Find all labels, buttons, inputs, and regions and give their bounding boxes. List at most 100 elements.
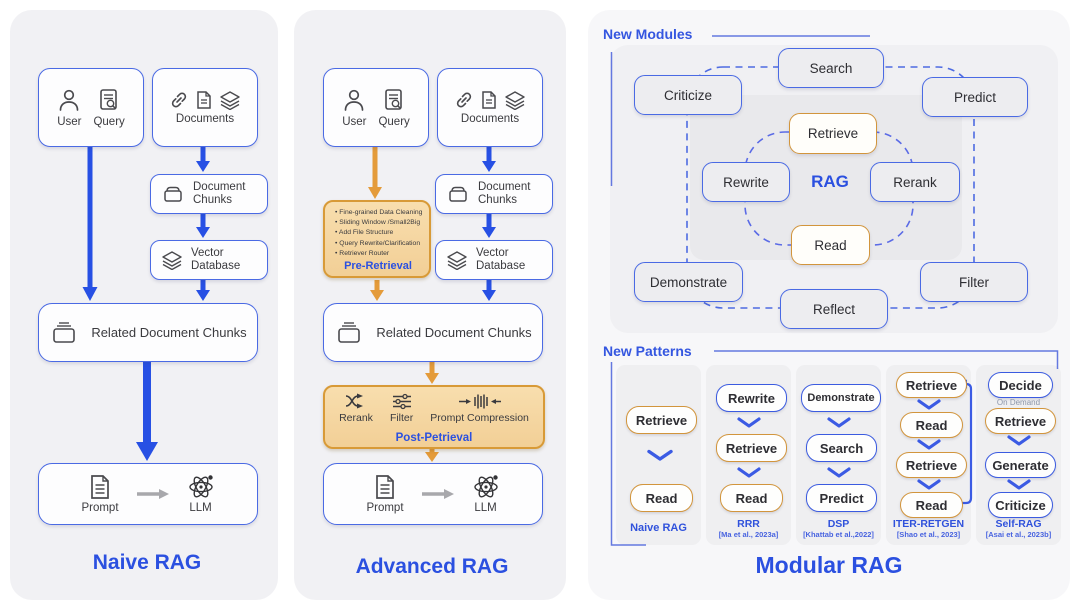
pre-retrieval-bullets: Fine-grained Data Cleaning Sliding Windo… [331, 208, 425, 259]
layers-icon [220, 91, 240, 110]
naive-document-chunks-box: Document Chunks [150, 174, 268, 214]
vector-database-icon [447, 251, 467, 270]
vector-database-icon [162, 251, 182, 270]
prompt-compression-icon [458, 394, 501, 409]
llm-atom-icon [473, 475, 498, 498]
pattern-name: DSP [827, 518, 850, 530]
pattern-step: Search [806, 434, 877, 462]
chevron-down-icon [917, 479, 941, 490]
document-icon [482, 91, 496, 109]
pre-retrieval-label: Pre-Retrieval [344, 259, 412, 272]
pattern-step: Demonstrate [801, 384, 881, 412]
query-icon [385, 89, 402, 110]
rerank-label: Rerank [339, 412, 373, 424]
documents-label: Documents [175, 113, 235, 125]
pattern-name: Self-RAG [995, 518, 1042, 530]
module-rerank: Rerank [870, 162, 960, 202]
prompt-compression-label: Prompt Compression [430, 412, 529, 424]
pattern-step: Retrieve [896, 452, 967, 478]
pre-retrieval-bullet: Fine-grained Data Cleaning [335, 208, 425, 218]
llm-atom-icon [188, 475, 213, 498]
related-chunks-label: Related Document Chunks [91, 325, 247, 340]
prompt-icon [91, 475, 109, 499]
vector-database-label: Vector Database [191, 246, 241, 272]
module-filter: Filter [920, 262, 1028, 302]
pattern-citation: [Asai et al., 2023b] [985, 530, 1052, 539]
module-retrieve: Retrieve [789, 113, 877, 154]
new-patterns-label: New Patterns [603, 343, 692, 359]
pattern-step: Generate [985, 452, 1056, 478]
chevron-down-icon [827, 467, 851, 478]
pre-retrieval-bullet: Sliding Window /Small2Big [335, 218, 425, 228]
pattern-citation: [Shao et al., 2023] [896, 530, 961, 539]
module-predict: Predict [922, 77, 1028, 117]
document-icon [197, 91, 211, 109]
post-retrieval-label: Post-Petrieval [395, 432, 473, 444]
new-modules-label: New Modules [603, 26, 693, 42]
advanced-user-query-box: User Query [323, 68, 429, 147]
chunks-tray-icon [449, 186, 467, 202]
document-chunks-label: Document Chunks [193, 180, 246, 206]
chevron-down-icon [1007, 479, 1031, 490]
modular-rag-title: Modular RAG [755, 552, 903, 578]
pattern-name: RRR [737, 518, 760, 530]
link-icon [456, 92, 472, 108]
document-chunks-label: Document Chunks [478, 180, 531, 206]
pattern-step: Predict [806, 484, 877, 512]
user-icon [344, 89, 364, 111]
pattern-citation: [Ma et al., 2023a] [718, 530, 779, 539]
chevron-down-icon [737, 417, 761, 428]
advanced-vector-database-box: Vector Database [435, 240, 553, 280]
query-label: Query [378, 116, 410, 128]
llm-label: LLM [474, 502, 497, 514]
naive-user-query-box: User Query [38, 68, 144, 147]
right-arrow-icon [421, 489, 454, 499]
chunks-tray-icon [164, 186, 182, 202]
post-retrieval-box: Rerank Filter Prompt Compression Post-Pe… [323, 385, 545, 449]
module-search: Search [778, 48, 884, 88]
pattern-step: Rewrite [716, 384, 787, 412]
module-demonstrate: Demonstrate [634, 262, 743, 302]
filter-label: Filter [389, 412, 414, 424]
pattern-name: ITER-RETGEN [892, 518, 965, 530]
pre-retrieval-bullet: Query Rewrite/Clarification [335, 239, 425, 249]
module-reflect: Reflect [780, 289, 888, 329]
documents-label: Documents [460, 113, 520, 125]
pattern-step: Read [900, 492, 963, 518]
pattern-step: Retrieve [716, 434, 787, 462]
advanced-rag-title: Advanced RAG [355, 555, 509, 578]
chevron-down-icon [1007, 435, 1031, 446]
naive-related-chunks-box: Related Document Chunks [38, 303, 258, 362]
pattern-step: Read [900, 412, 963, 438]
rag-center-label: RAG [811, 172, 849, 191]
pattern-step: Read [630, 484, 693, 512]
advanced-related-chunks-box: Related Document Chunks [323, 303, 543, 362]
query-icon [100, 89, 117, 110]
query-label: Query [93, 116, 125, 128]
related-chunks-label: Related Document Chunks [376, 325, 532, 340]
naive-vector-database-box: Vector Database [150, 240, 268, 280]
layers-icon [505, 91, 525, 110]
pattern-name: Naive RAG [630, 522, 687, 534]
module-read: Read [791, 225, 870, 265]
right-arrow-icon [136, 489, 169, 499]
naive-rag-title: Naive RAG [92, 551, 202, 574]
pattern-step: Retrieve [896, 372, 967, 398]
pattern-step: Decide [988, 372, 1053, 398]
user-label: User [342, 116, 367, 128]
user-label: User [57, 116, 82, 128]
prompt-label: Prompt [81, 502, 119, 514]
pattern-step: Read [720, 484, 783, 512]
rerank-shuffle-icon [345, 393, 363, 409]
pre-retrieval-bullet: Add File Structure [335, 228, 425, 238]
advanced-prompt-llm-box: Prompt LLM [323, 463, 543, 525]
naive-prompt-llm-box: Prompt LLM [38, 463, 258, 525]
chevron-down-icon [827, 417, 851, 428]
filter-sliders-icon [392, 393, 411, 410]
prompt-label: Prompt [366, 502, 404, 514]
user-icon [59, 89, 79, 111]
related-chunks-icon [53, 321, 76, 343]
llm-label: LLM [189, 502, 212, 514]
vector-database-label: Vector Database [476, 246, 526, 272]
prompt-icon [376, 475, 394, 499]
